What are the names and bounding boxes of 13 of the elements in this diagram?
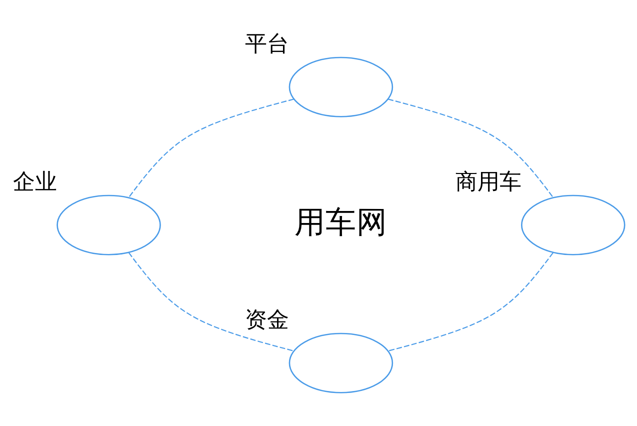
connector: [128, 252, 294, 352]
connector: [388, 252, 554, 352]
connector: [388, 98, 554, 198]
node-circle: [521, 194, 626, 256]
node-label: 企业: [12, 170, 57, 195]
node-circle: [288, 332, 394, 394]
node-label: 资金: [245, 308, 290, 333]
node-circle: [288, 56, 394, 118]
node-label: 平台: [245, 32, 290, 57]
node-circle: [56, 194, 161, 256]
connector: [128, 98, 294, 198]
node-label: 商用车: [455, 170, 522, 195]
label: 用车网: [294, 206, 388, 241]
